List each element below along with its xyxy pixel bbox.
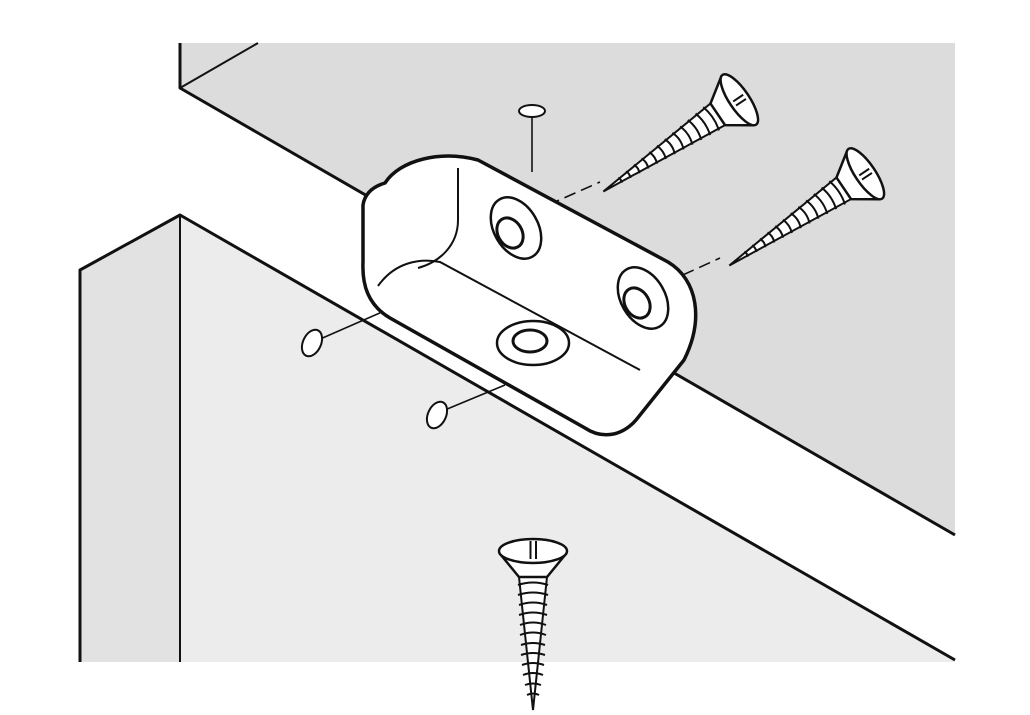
side-panel-hole-lower (425, 400, 449, 430)
screw-upper-right (728, 147, 886, 267)
connector-bracket (361, 154, 698, 437)
side-panel-hole-upper (300, 328, 324, 358)
screw-upper-left (602, 73, 760, 193)
bracket-inner-edge-horizontal (377, 259, 641, 371)
pilot-holes (300, 104, 546, 430)
screw-bottom (497, 537, 569, 711)
top-panel-hole (518, 104, 546, 118)
lower-panel (78, 213, 956, 662)
bracket-hole-upper-left (489, 196, 543, 260)
guide-line-left-lower (439, 384, 506, 413)
lower-panel-side-face (80, 215, 180, 662)
lower-panel-top-edge (78, 213, 956, 662)
guide-line-far-right (649, 257, 721, 291)
upper-panel-back-edge (179, 42, 259, 89)
bracket-hole-right (616, 266, 670, 330)
bracket-inner-edge-vertical (417, 168, 459, 269)
bracket-body (361, 154, 698, 437)
bracket-hole-bottom (495, 319, 571, 367)
